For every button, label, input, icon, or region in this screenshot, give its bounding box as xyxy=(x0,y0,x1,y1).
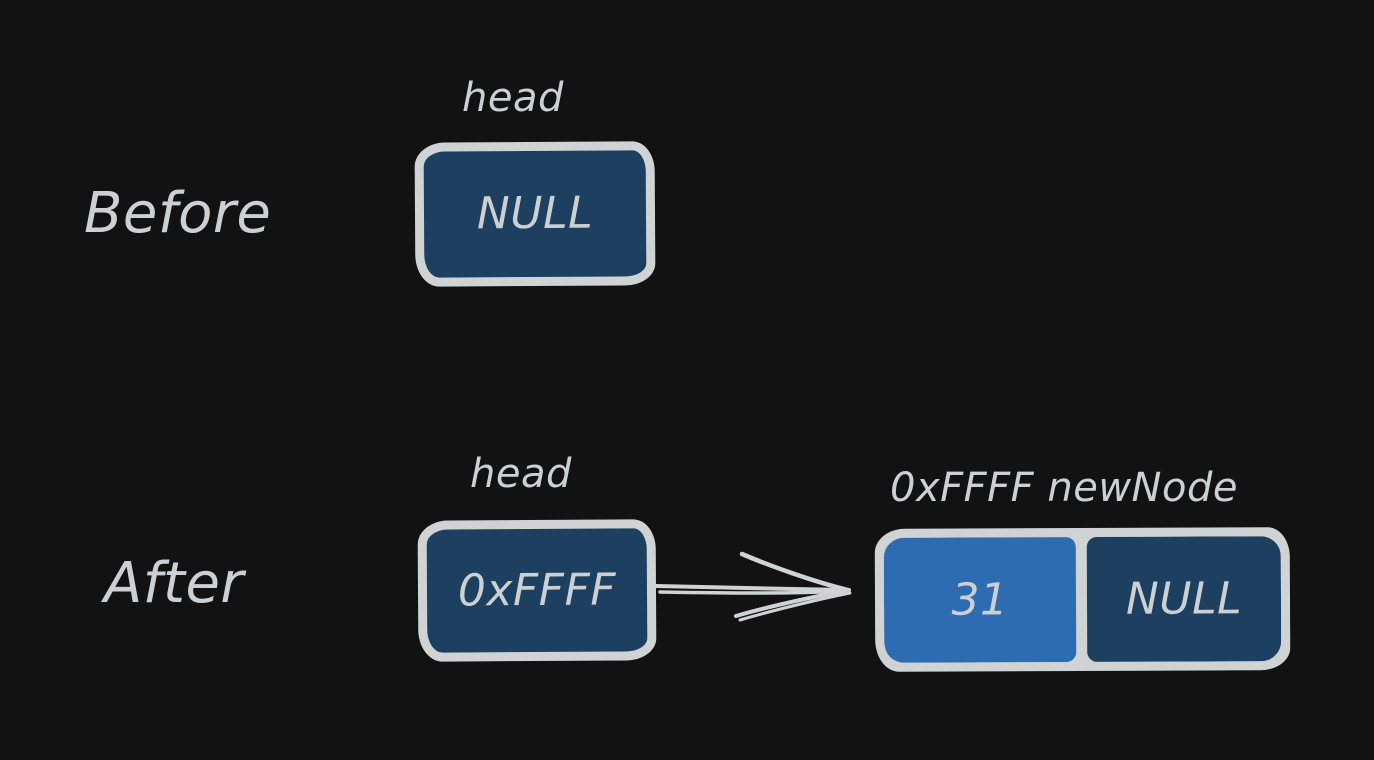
pointer-label-head-after: head xyxy=(470,451,572,497)
row-label-before: Before xyxy=(84,181,272,246)
head-box-before[interactable]: NULL xyxy=(414,141,656,287)
new-node-next-value: NULL xyxy=(1125,572,1243,625)
row-label-after: After xyxy=(104,551,244,616)
head-box-after-value: 0xFFFF xyxy=(457,564,617,616)
node-label-newnode: 0xFFFF newNode xyxy=(890,465,1238,511)
new-node-cell-next[interactable]: NULL xyxy=(1086,536,1282,662)
head-box-after[interactable]: 0xFFFF xyxy=(417,519,657,662)
new-node-cell-data[interactable]: 31 xyxy=(883,537,1077,663)
new-node[interactable]: 31 NULL xyxy=(874,527,1291,672)
new-node-data-value: 31 xyxy=(951,573,1009,626)
right-arrow-icon xyxy=(650,540,860,650)
head-box-before-value: NULL xyxy=(476,187,594,240)
pointer-label-head-before: head xyxy=(462,75,564,121)
